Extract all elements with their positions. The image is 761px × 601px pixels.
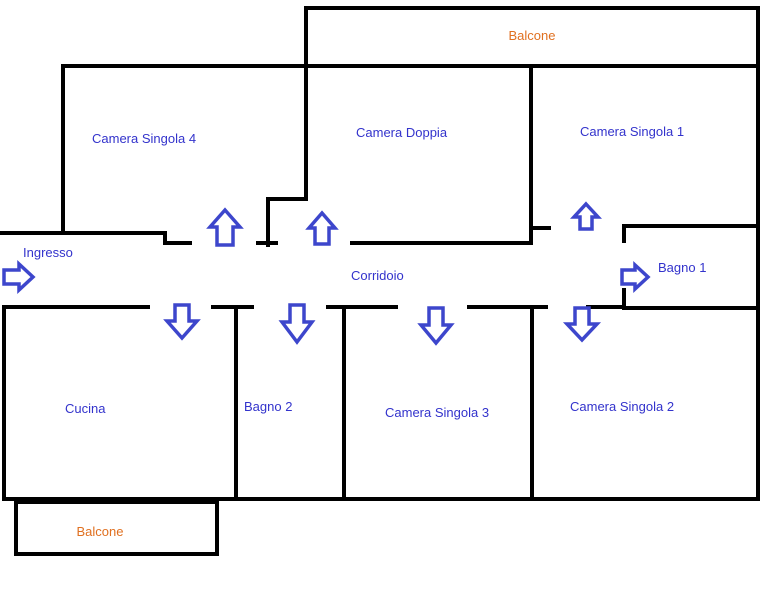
label-bagno-1: Bagno 1 — [658, 260, 706, 275]
upper-walls — [0, 64, 760, 247]
right-arrow-ingresso — [2, 259, 36, 295]
balcony-bottom-outline — [14, 500, 219, 556]
balcony-bottom-label: Balcone — [77, 524, 124, 539]
down-arrow-camera-singola-2 — [562, 306, 602, 343]
down-arrow-cucina — [163, 303, 201, 341]
label-cucina: Cucina — [65, 401, 106, 416]
label-corridoio: Corridoio — [351, 268, 404, 283]
label-camera-singola-1: Camera Singola 1 — [580, 124, 684, 139]
up-arrow-camera-doppia — [305, 210, 339, 246]
down-arrow-camera-singola-3 — [417, 306, 455, 346]
up-arrow-camera-singola-1 — [570, 201, 602, 231]
down-arrow-bagno-2 — [278, 303, 316, 345]
label-camera-doppia: Camera Doppia — [356, 125, 448, 140]
up-arrow-camera-singola-4 — [206, 207, 244, 247]
label-camera-singola-2: Camera Singola 2 — [570, 399, 674, 414]
label-camera-singola-4: Camera Singola 4 — [92, 131, 196, 146]
lower-walls — [2, 305, 760, 501]
label-ingresso: Ingresso — [23, 245, 73, 260]
balcony-top-label: Balcone — [509, 28, 556, 43]
right-arrow-bagno-1 — [620, 261, 651, 293]
label-camera-singola-3: Camera Singola 3 — [385, 405, 489, 420]
label-bagno-2: Bagno 2 — [244, 399, 292, 414]
